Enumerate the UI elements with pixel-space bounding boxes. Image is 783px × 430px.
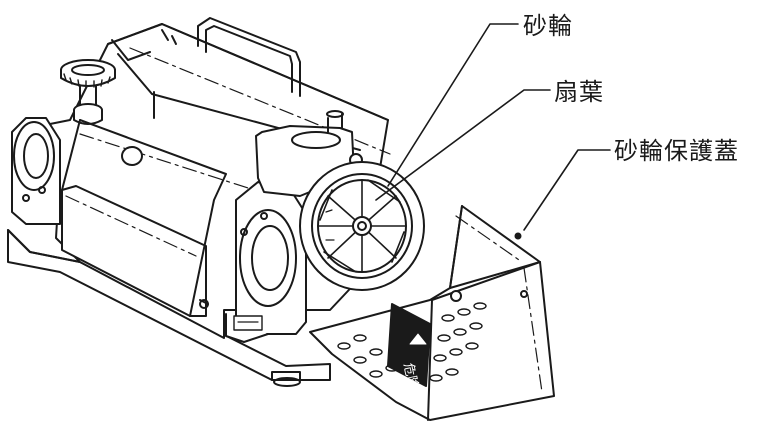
left-chuck-housing: [11, 117, 61, 225]
warning-plate: [387, 303, 431, 387]
adjust-knob: [60, 59, 116, 125]
label-wheel-guard-cover: 砂輪保護蓋: [614, 137, 739, 165]
front-panel: [61, 119, 227, 317]
leader-grinding-wheel: [387, 23, 519, 187]
leader-lines: [375, 23, 611, 231]
warning-plate-text: 危險: [400, 362, 420, 391]
fan-blades: [317, 179, 407, 273]
vent-holes: [337, 302, 487, 382]
label-fan-blade: 扇葉: [554, 78, 604, 106]
carry-handle: [197, 17, 301, 97]
label-grinding-wheel: 砂輪: [523, 12, 573, 40]
leader-wheel-guard-cover: [523, 149, 611, 231]
wheel-guard-cover: [309, 205, 555, 421]
leader-fan-blade: [375, 89, 551, 201]
right-chuck-housing: [225, 181, 307, 343]
grinding-wheel-assembly: [299, 161, 425, 291]
